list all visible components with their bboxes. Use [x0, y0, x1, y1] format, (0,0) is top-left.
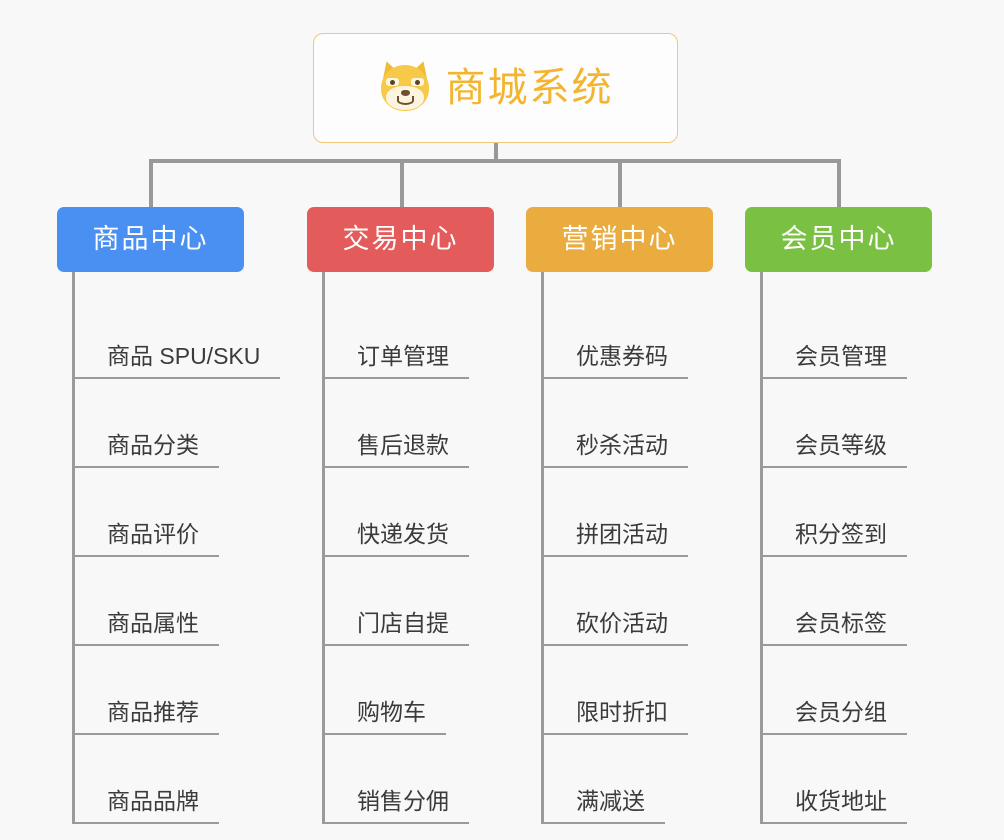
leaf-item-label: 商品分类 — [75, 434, 219, 468]
branch-header-product-center[interactable]: 商品中心 — [57, 207, 244, 272]
leaf-item-label: 积分签到 — [763, 523, 907, 557]
leaf-item-label: 会员分组 — [763, 701, 907, 735]
leaf-list-product-center: 商品 SPU/SKU 商品分类 商品评价 商品属性 商品推荐 商品品牌 — [72, 272, 317, 824]
leaf-item-label: 限时折扣 — [544, 701, 688, 735]
leaf-item[interactable]: 快递发货 — [325, 468, 537, 557]
leaf-item-label: 商品评价 — [75, 523, 219, 557]
leaf-item[interactable]: 商品评价 — [75, 468, 317, 557]
connector-drop-3 — [618, 159, 622, 207]
leaf-item[interactable]: 门店自提 — [325, 557, 537, 646]
leaf-item[interactable]: 订单管理 — [325, 290, 537, 379]
leaf-item-label: 会员管理 — [763, 345, 907, 379]
leaf-list-marketing-center: 优惠券码 秒杀活动 拼团活动 砍价活动 限时折扣 满减送 — [541, 272, 756, 824]
branch-header-trade-center[interactable]: 交易中心 — [307, 207, 494, 272]
leaf-item-label: 商品属性 — [75, 612, 219, 646]
leaf-item[interactable]: 商品属性 — [75, 557, 317, 646]
leaf-item[interactable]: 商品分类 — [75, 379, 317, 468]
leaf-item[interactable]: 商品品牌 — [75, 735, 317, 824]
leaf-item-label: 秒杀活动 — [544, 434, 688, 468]
root-node-mall-system[interactable]: 商城系统 — [313, 33, 678, 143]
connector-horizontal-bus — [149, 159, 841, 163]
leaf-item-label: 快递发货 — [325, 523, 469, 557]
connector-root-stem — [494, 143, 498, 163]
leaf-list-member-center: 会员管理 会员等级 积分签到 会员标签 会员分组 收货地址 — [760, 272, 975, 824]
leaf-item[interactable]: 会员分组 — [763, 646, 975, 735]
leaf-item-label: 会员等级 — [763, 434, 907, 468]
leaf-item[interactable]: 商品推荐 — [75, 646, 317, 735]
leaf-item[interactable]: 优惠券码 — [544, 290, 756, 379]
branch-header-marketing-center[interactable]: 营销中心 — [526, 207, 713, 272]
leaf-item-label: 购物车 — [325, 701, 446, 735]
leaf-item-label: 会员标签 — [763, 612, 907, 646]
leaf-item-label: 销售分佣 — [325, 790, 469, 824]
leaf-item[interactable]: 秒杀活动 — [544, 379, 756, 468]
leaf-item[interactable]: 收货地址 — [763, 735, 975, 824]
shiba-dog-emoji-icon — [377, 58, 432, 115]
leaf-item[interactable]: 砍价活动 — [544, 557, 756, 646]
leaf-item-label: 售后退款 — [325, 434, 469, 468]
root-node-title: 商城系统 — [445, 66, 614, 110]
leaf-item-label: 商品 SPU/SKU — [75, 345, 281, 379]
leaf-item[interactable]: 销售分佣 — [325, 735, 537, 824]
leaf-item[interactable]: 拼团活动 — [544, 468, 756, 557]
leaf-item-label: 商品品牌 — [75, 790, 219, 824]
leaf-item-label: 砍价活动 — [544, 612, 688, 646]
leaf-item-label: 优惠券码 — [544, 345, 688, 379]
leaf-item[interactable]: 购物车 — [325, 646, 537, 735]
connector-drop-2 — [400, 159, 404, 207]
connector-drop-1 — [149, 159, 153, 207]
leaf-item[interactable]: 限时折扣 — [544, 646, 756, 735]
leaf-item-label: 拼团活动 — [544, 523, 688, 557]
leaf-item[interactable]: 积分签到 — [763, 468, 975, 557]
leaf-item[interactable]: 商品 SPU/SKU — [75, 290, 317, 379]
branch-column-member-center: 会员中心 会员管理 会员等级 积分签到 会员标签 会员分组 收货地址 — [745, 207, 975, 824]
leaf-item-label: 收货地址 — [763, 790, 907, 824]
leaf-item-label: 订单管理 — [325, 345, 469, 379]
leaf-item-label: 门店自提 — [325, 612, 469, 646]
branch-column-product-center: 商品中心 商品 SPU/SKU 商品分类 商品评价 商品属性 商品推荐 商品品牌 — [57, 207, 317, 824]
leaf-list-trade-center: 订单管理 售后退款 快递发货 门店自提 购物车 销售分佣 — [322, 272, 537, 824]
leaf-item[interactable]: 会员管理 — [763, 290, 975, 379]
leaf-item[interactable]: 售后退款 — [325, 379, 537, 468]
leaf-item[interactable]: 会员等级 — [763, 379, 975, 468]
branch-column-marketing-center: 营销中心 优惠券码 秒杀活动 拼团活动 砍价活动 限时折扣 满减送 — [526, 207, 756, 824]
branch-header-member-center[interactable]: 会员中心 — [745, 207, 932, 272]
connector-drop-4 — [837, 159, 841, 207]
leaf-item[interactable]: 满减送 — [544, 735, 756, 824]
leaf-item[interactable]: 会员标签 — [763, 557, 975, 646]
leaf-item-label: 商品推荐 — [75, 701, 219, 735]
leaf-item-label: 满减送 — [544, 790, 665, 824]
branch-column-trade-center: 交易中心 订单管理 售后退款 快递发货 门店自提 购物车 销售分佣 — [307, 207, 537, 824]
